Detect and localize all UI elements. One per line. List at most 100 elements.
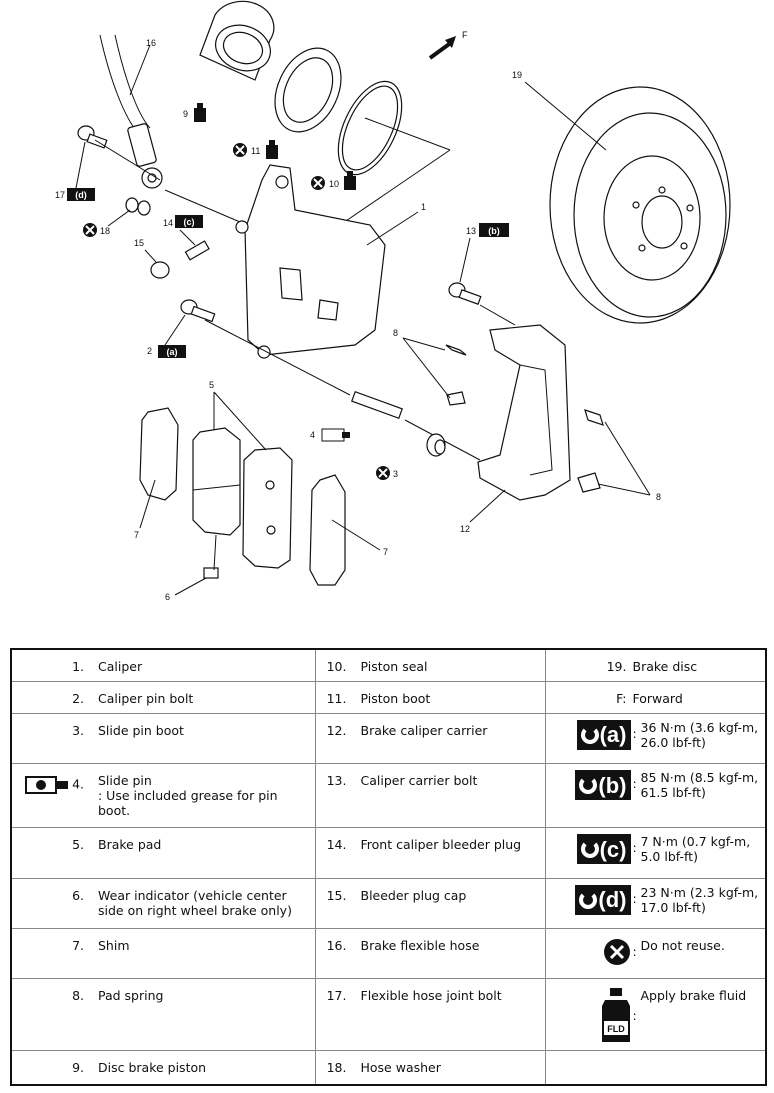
legend-cell: 11.Piston boot [314,680,546,714]
legend-text: Shim [98,937,130,953]
legend-cell: (b):85 N·m (8.5 kgf-m, 61.5 lbf-ft) [544,762,767,829]
brake-pad [192,427,241,536]
legend-text: Hose washer [360,1060,441,1076]
legend-text: 85 N·m (8.5 kgf-m, 61.5 lbf-ft) [640,770,759,800]
brake-fluid-icon [344,171,356,190]
slide-pin [351,390,403,420]
label-15: 15 [134,238,144,248]
do-not-reuse-icon [376,466,390,480]
legend-text: Apply brake fluid [640,987,747,1003]
legend-number: 4. [12,773,98,818]
label-7: 7 [134,530,139,540]
brake-fluid-icon: FLD [546,987,633,1042]
legend-text: Front caliper bleeder plug [360,837,522,853]
label-8: 8 [393,328,398,338]
legend-number: 13. [326,773,347,788]
label-18: 18 [100,226,110,236]
label-7b: 7 [383,547,388,557]
shim [309,474,346,586]
torque-icon: (b) [546,770,633,800]
legend-number: 6. [72,887,84,903]
hose-fitting [127,123,163,189]
svg-text:FLD: FLD [607,1024,625,1034]
legend-row: 6. Wear indicator (vehicle center side on… [10,877,767,929]
brake-exploded-diagram: F 19 9 11 10 16 [55,0,731,602]
legend-text: Forward [632,690,683,706]
wear-indicator [203,567,219,579]
legend-cell: 14.Front caliper bleeder plug [314,827,546,879]
legend-number: 10. [326,659,347,674]
legend-cell: 15.Bleeder plug cap [314,877,546,929]
torque-icon: (d) [546,884,633,915]
torque-icon-c: (c) [175,215,203,228]
legend-cell: 6. Wear indicator (vehicle center side on… [10,877,316,929]
torque-icon: (c) [546,834,633,865]
do-not-reuse-icon [83,223,97,237]
wrench-icon [580,725,599,744]
label-12: 12 [460,524,470,534]
legend-number: 18. [326,1060,347,1076]
forward-arrow-icon [428,36,456,60]
legend-text: Wear indicator (vehicle center side on r… [98,887,292,918]
caliper-carrier-bolt [448,282,482,305]
front-caliper-bleeder-plug [184,240,210,261]
forward-label: F [462,30,468,40]
brake-fluid-icon [266,140,278,159]
brake-disc [549,86,731,324]
legend-cell: 19.Brake disc [544,648,767,682]
torque-icon-d: (d) [67,188,95,201]
legend-number: 11. [326,690,347,706]
legend-number: 1. [72,659,84,674]
wrench-icon [579,890,598,909]
label-5: 5 [209,380,214,390]
legend-number: 19. [606,659,627,674]
label-6: 6 [165,592,170,602]
pad-springs [445,344,604,493]
legend-text: Piston seal [360,659,428,674]
legend-cell: 3.Slide pin boot [10,712,316,765]
torque-tag: (d) [598,887,627,912]
shim [139,407,179,501]
legend-text: Pad spring [98,987,164,1003]
legend-number: 7. [72,937,84,953]
legend-cell: 13. Caliper carrier bolt [314,762,546,829]
legend-cell: 16.Brake flexible hose [314,927,546,979]
label-2: 2 [147,346,152,356]
torque-icon: (a) [546,719,633,750]
caliper-pin-bolt [180,299,216,323]
svg-text:(d): (d) [75,190,87,200]
legend-text: Brake pad [98,837,162,853]
legend-row: 9.Disc brake piston 18. Hose washer [10,1050,767,1086]
bleeder-plug-cap [150,261,170,279]
label-17: 17 [55,190,65,200]
hose-washers [125,197,151,216]
legend-cell: 10. Piston seal [314,648,546,682]
label-1: 1 [421,202,426,212]
grease-icon [321,428,350,442]
do-not-reuse-icon [546,938,633,966]
legend-number: 3. [72,722,84,738]
label-16: 16 [146,38,156,48]
legend-text: 7 N·m (0.7 kgf-m, 5.0 lbf-ft) [640,834,751,865]
legend-cell: 7. Shim [10,927,316,979]
legend-cell: 12.Brake caliper carrier [314,712,546,765]
label-8b: 8 [656,492,661,502]
legend-text: Caliper carrier bolt [360,773,478,788]
legend-number: 17. [326,987,347,1003]
disc-brake-piston [199,0,275,81]
piston-seal [337,80,403,176]
legend-text: Do not reuse. [640,937,725,953]
torque-tag: (c) [599,836,627,862]
label-3: 3 [393,469,398,479]
legend-cell: 2.Caliper pin bolt [10,680,316,714]
legend-text: Bleeder plug cap [360,887,467,903]
legend-cell: 18. Hose washer [314,1050,546,1086]
legend-text: Slide pin: Use included grease for pin b… [98,773,278,818]
legend-cell: 9.Disc brake piston [10,1050,316,1086]
legend-cell: (d):23 N·m (2.3 kgf-m, 17.0 lbf-ft) [544,877,767,929]
legend-text: 23 N·m (2.3 kgf-m, 17.0 lbf-ft) [640,884,759,915]
